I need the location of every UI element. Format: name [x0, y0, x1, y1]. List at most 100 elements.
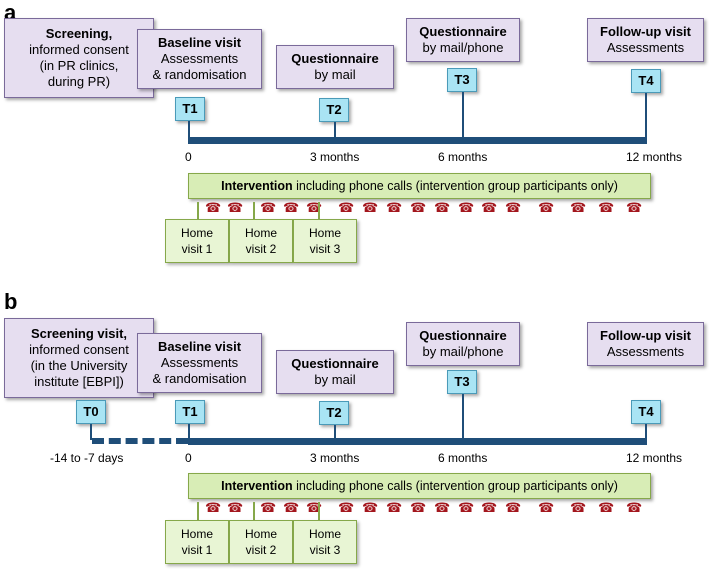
followup-line: Assessments	[606, 344, 685, 359]
time-label: -14 to -7 days	[50, 451, 124, 465]
questionnaire-title: Questionnaire	[291, 51, 379, 66]
telephone-icon: ☎	[205, 201, 222, 216]
questionnaire-phone-box: Questionnaire by mail/phone	[406, 18, 520, 62]
home-visit-connector	[253, 502, 255, 520]
questionnaire-title: Questionnaire	[291, 356, 379, 371]
telephone-icon: ☎	[458, 201, 475, 216]
questionnaire-mail-box: Questionnaire by mail	[276, 45, 394, 89]
telephone-icon: ☎	[598, 501, 615, 516]
baseline-title: Baseline visit	[157, 339, 242, 354]
screening-period-dashed-line	[92, 438, 188, 444]
home-visit-label: Home	[308, 527, 341, 541]
intervention-title: Intervention	[221, 179, 293, 193]
questionnaire-line: by mail	[314, 372, 356, 387]
timeline	[188, 137, 647, 144]
screening-line: during PR)	[47, 74, 111, 89]
home-visit-connector	[318, 502, 320, 520]
time-label: 3 months	[310, 150, 360, 164]
intervention-desc: including phone calls (intervention grou…	[292, 479, 618, 493]
screening-line: informed consent	[29, 42, 129, 57]
screening-line: (in the University	[30, 358, 128, 373]
telephone-icon: ☎	[362, 201, 379, 216]
questionnaire-line: by mail/phone	[422, 344, 504, 359]
telephone-icon: ☎	[283, 501, 300, 516]
telephone-icon: ☎	[260, 501, 277, 516]
tick-t0	[90, 424, 92, 440]
home-visit-connector	[318, 202, 320, 220]
telephone-icon: ☎	[227, 201, 244, 216]
followup-box: Follow-up visit Assessments	[587, 18, 704, 62]
time-label: 12 months	[626, 451, 683, 465]
home-visit-label: visit 3	[309, 242, 341, 256]
home-visit-connector	[197, 502, 199, 520]
timepoint-t2: T2	[319, 401, 349, 425]
followup-line: Assessments	[606, 40, 685, 55]
tick-t2	[334, 122, 336, 138]
tick-t1	[188, 424, 190, 441]
home-visit-1: Home visit 1	[165, 219, 229, 263]
followup-title: Follow-up visit	[600, 328, 691, 343]
telephone-icon: ☎	[481, 201, 498, 216]
timepoint-t1: T1	[175, 400, 205, 424]
telephone-icon: ☎	[260, 201, 277, 216]
home-visit-connector	[197, 202, 199, 220]
screening-line: institute [EBPI])	[34, 374, 124, 389]
telephone-icon: ☎	[283, 201, 300, 216]
questionnaire-title: Questionnaire	[419, 24, 507, 39]
telephone-icon: ☎	[227, 501, 244, 516]
tick-t4	[645, 424, 647, 441]
home-visit-label: visit 2	[245, 543, 277, 557]
screening-line: informed consent	[29, 342, 129, 357]
intervention-desc: including phone calls (intervention grou…	[292, 179, 618, 193]
telephone-icon: ☎	[338, 201, 355, 216]
timepoint-t1: T1	[175, 97, 205, 121]
home-visit-label: visit 1	[181, 543, 213, 557]
baseline-line: Assessments	[160, 355, 239, 370]
telephone-icon: ☎	[386, 201, 403, 216]
screening-title: Screening,	[45, 26, 113, 41]
telephone-icon: ☎	[434, 501, 451, 516]
questionnaire-mail-box: Questionnaire by mail	[276, 350, 394, 394]
tick-t3	[462, 394, 464, 441]
telephone-icon: ☎	[626, 201, 643, 216]
baseline-title: Baseline visit	[157, 35, 242, 50]
telephone-icon: ☎	[386, 501, 403, 516]
timepoint-t0: T0	[76, 400, 106, 424]
time-label: 0	[185, 150, 192, 164]
time-label: 12 months	[626, 150, 683, 164]
telephone-icon: ☎	[570, 201, 587, 216]
intervention-title: Intervention	[221, 479, 293, 493]
telephone-icon: ☎	[538, 201, 555, 216]
telephone-icon: ☎	[505, 501, 522, 516]
screening-title: Screening visit,	[30, 326, 128, 341]
home-visit-label: Home	[244, 226, 277, 240]
home-visit-label: Home	[308, 226, 341, 240]
telephone-icon: ☎	[338, 501, 355, 516]
baseline-line: & randomisation	[152, 67, 247, 82]
questionnaire-line: by mail	[314, 67, 356, 82]
baseline-line: & randomisation	[152, 371, 247, 386]
telephone-icon: ☎	[626, 501, 643, 516]
telephone-icon: ☎	[481, 501, 498, 516]
phone-call-row: ☎☎☎☎☎☎☎☎☎☎☎☎☎☎☎☎☎	[0, 201, 709, 217]
telephone-icon: ☎	[434, 201, 451, 216]
screening-line: (in PR clinics,	[39, 58, 119, 73]
home-visit-3: Home visit 3	[293, 219, 357, 263]
home-visit-2: Home visit 2	[229, 520, 293, 564]
home-visit-2: Home visit 2	[229, 219, 293, 263]
baseline-box: Baseline visit Assessments & randomisati…	[137, 333, 262, 393]
telephone-icon: ☎	[410, 201, 427, 216]
tick-t1	[188, 121, 190, 138]
telephone-icon: ☎	[538, 501, 555, 516]
time-label: 6 months	[438, 150, 488, 164]
timepoint-t3: T3	[447, 370, 477, 394]
questionnaire-title: Questionnaire	[419, 328, 507, 343]
timepoint-t2: T2	[319, 98, 349, 122]
telephone-icon: ☎	[410, 501, 427, 516]
questionnaire-phone-box: Questionnaire by mail/phone	[406, 322, 520, 366]
telephone-icon: ☎	[362, 501, 379, 516]
screening-box: Screening visit, informed consent (in th…	[4, 318, 154, 398]
home-visit-label: visit 2	[245, 242, 277, 256]
home-visit-label: Home	[180, 226, 213, 240]
intervention-bar: Intervention including phone calls (inte…	[188, 473, 651, 499]
